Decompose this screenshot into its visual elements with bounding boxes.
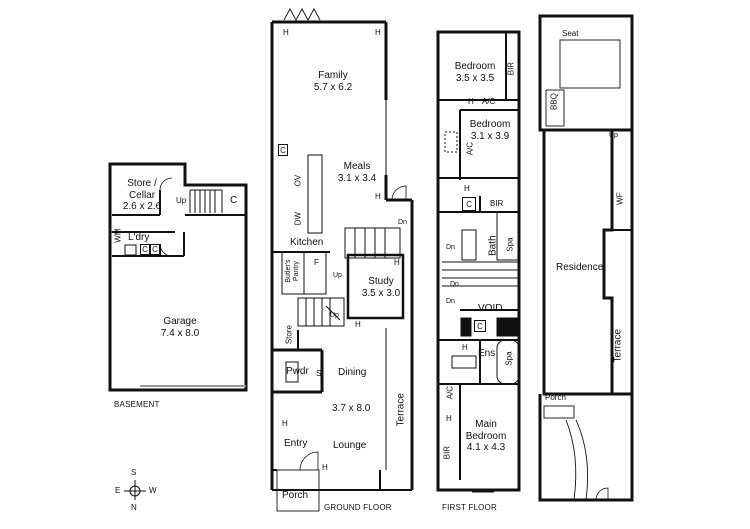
bbq-label: BBQ xyxy=(549,93,559,111)
compass-north: N xyxy=(131,503,137,512)
oven-label: OV xyxy=(293,174,303,187)
heater-bedroom1: H xyxy=(468,97,474,106)
basement-cupboard-2: C xyxy=(150,244,160,255)
family-dim: 5.7 x 6.2 xyxy=(313,81,353,93)
compass-rose xyxy=(124,480,146,500)
heater-dining: H xyxy=(355,320,361,329)
study-dim: 3.5 x 3.0 xyxy=(361,287,401,299)
ensuite-label: Ens xyxy=(478,348,496,359)
store-cellar-text: Store / Cellar xyxy=(127,178,157,201)
site-porch-label: Porch xyxy=(545,393,566,402)
ensuite-spa-label: Spa xyxy=(504,351,514,366)
garage-text: Garage xyxy=(163,316,197,327)
heater-family-right: H xyxy=(375,28,381,37)
void-label: VOID xyxy=(478,303,503,314)
ground-terrace-label: Terrace xyxy=(395,393,407,427)
store-label: Store xyxy=(284,325,294,345)
bedroom2-dim: 3.1 x 3.9 xyxy=(470,130,510,142)
heater-family: H xyxy=(283,28,289,37)
entry-label: Entry xyxy=(284,438,308,449)
bedroom1-bir-label: BIR xyxy=(506,61,516,76)
main-bedroom-bir-label: BIR xyxy=(442,445,452,460)
heater-meals: H xyxy=(375,192,381,201)
site-plan xyxy=(538,14,634,502)
site-up-label: Up xyxy=(609,132,618,139)
site-terrace-label: Terrace xyxy=(612,329,624,363)
first-bir-label: BIR xyxy=(490,199,504,208)
ground-up-label-1: Up xyxy=(333,272,342,279)
first-cupboard-void: C xyxy=(474,320,486,332)
basement-caption: BASEMENT xyxy=(114,400,160,409)
compass-west: W xyxy=(149,486,157,495)
heater-lounge: H xyxy=(322,463,328,472)
shower-label: S xyxy=(316,369,322,378)
fridge-label: F xyxy=(314,258,319,267)
heater-main-bedroom: H xyxy=(446,414,452,423)
first-dn-label-2: Dn xyxy=(450,281,459,288)
bedroom1-text: Bedroom xyxy=(454,61,496,72)
water-feature-label: WF xyxy=(615,192,625,205)
main-bedroom-text: Main Bedroom xyxy=(465,419,507,442)
compass-east: E xyxy=(115,486,121,495)
bedroom1-dim: 3.5 x 3.5 xyxy=(455,72,495,84)
first-cupboard: C xyxy=(462,197,476,211)
ground-cupboard: C xyxy=(278,144,288,156)
store-cellar-dim: 2.6 x 2.6 xyxy=(122,201,162,212)
aircon-bedroom1: A/C xyxy=(482,97,496,106)
family-text: Family xyxy=(318,70,348,81)
dining-label: Dining xyxy=(338,367,367,378)
basement-plan xyxy=(108,162,248,392)
bath-label: Bath xyxy=(487,235,499,257)
first-floor-caption: FIRST FLOOR xyxy=(442,503,497,512)
heater-ensuite: H xyxy=(462,343,468,352)
laundry-label: L'dry xyxy=(128,232,150,243)
kitchen-label: Kitchen xyxy=(290,237,324,248)
heater-entry: H xyxy=(282,419,288,428)
ground-dn-label: Dn xyxy=(398,219,407,226)
dining-dim: 3.7 x 8.0 xyxy=(332,403,371,414)
ground-floor-plan xyxy=(270,8,414,512)
garage-dim: 7.4 x 8.0 xyxy=(160,327,200,339)
heater-study: H xyxy=(394,258,400,267)
residence-label: Residence xyxy=(556,262,604,273)
lounge-label: Lounge xyxy=(333,440,367,451)
first-dn-label-1: Dn xyxy=(446,244,455,251)
first-floor-plan xyxy=(436,30,521,493)
ground-floor-caption: GROUND FLOOR xyxy=(324,503,392,512)
ground-up-label-2: Up xyxy=(330,312,339,319)
basement-cupboard-1: C xyxy=(140,244,150,255)
meals-text: Meals xyxy=(343,161,371,172)
washing-machine-label: WM xyxy=(113,228,123,243)
basement-c-label: C xyxy=(230,195,238,206)
main-bedroom-dim: 4.1 x 4.3 xyxy=(466,442,506,453)
seat-label: Seat xyxy=(562,29,579,38)
powder-label: Pwdr xyxy=(286,366,309,377)
heater-bedroom2: H xyxy=(464,184,470,193)
basement-up-label: Up xyxy=(176,196,187,205)
meals-dim: 3.1 x 3.4 xyxy=(337,172,377,184)
dishwasher-label: DW xyxy=(293,211,303,226)
study-text: Study xyxy=(368,276,394,287)
first-dn-label-3: Dn xyxy=(446,298,455,305)
aircon-main-bedroom: A/C xyxy=(445,385,455,400)
butlers-pantry-label: Butler's Pantry xyxy=(284,259,300,283)
porch-label: Porch xyxy=(282,490,309,501)
bath-spa-label: Spa xyxy=(505,237,515,252)
aircon-bedroom2: A/C xyxy=(465,141,475,156)
bedroom2-text: Bedroom xyxy=(469,119,511,130)
compass-south: S xyxy=(131,468,137,477)
